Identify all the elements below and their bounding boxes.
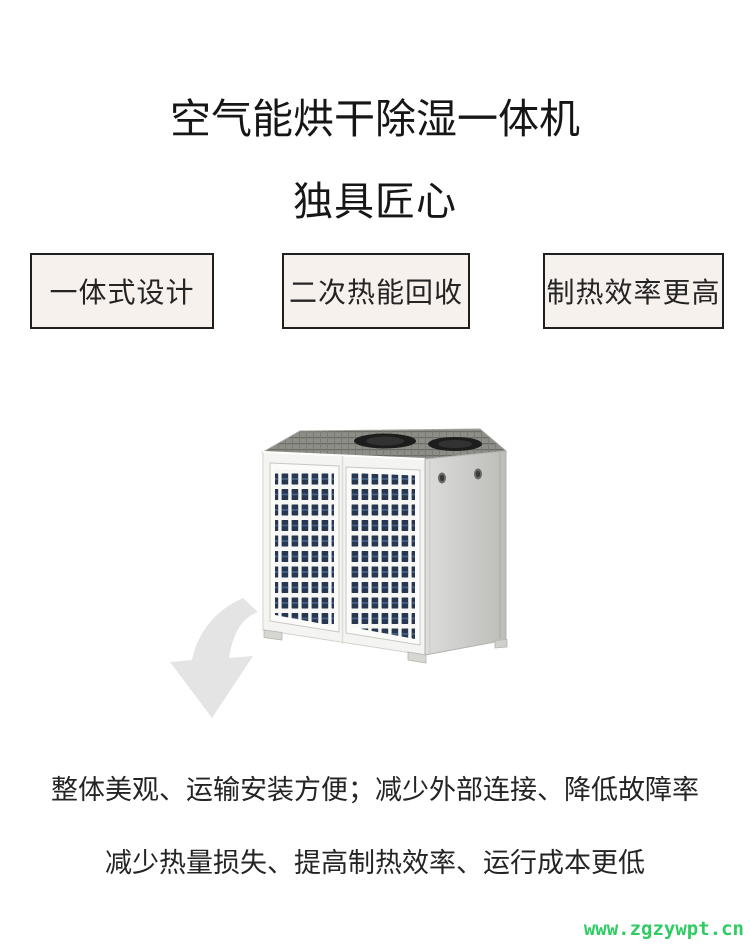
curved-down-arrow-icon — [170, 598, 258, 718]
fan-hub-icon — [438, 440, 472, 448]
feature-box-heating-efficiency: 制热效率更高 — [543, 253, 724, 329]
grille-slots — [351, 473, 415, 639]
grille-slots — [275, 469, 334, 626]
description-line-1: 整体美观、运输安装方便；减少外部连接、降低故障率 — [51, 775, 699, 806]
page-subtitle: 独具匠心 — [293, 179, 457, 226]
feature-label: 二次热能回收 — [288, 276, 463, 309]
machine-foot — [494, 639, 508, 649]
watermark-text: www.zgzywpt.cn — [583, 918, 744, 940]
feature-label: 一体式设计 — [49, 276, 195, 309]
page-title: 空气能烘干除湿一体机 — [170, 95, 580, 144]
machine-foot — [407, 651, 427, 664]
machine-side-panel — [424, 450, 507, 656]
description-line-2: 减少热量损失、提高制热效率、运行成本更低 — [105, 848, 645, 879]
machine-foot — [263, 629, 283, 641]
feature-box-integrated-design: 一体式设计 — [30, 253, 214, 329]
feature-box-heat-recovery: 二次热能回收 — [282, 253, 470, 329]
heat-pump-machine-image — [261, 428, 508, 664]
fan-hub-icon — [366, 436, 404, 446]
feature-label: 制热效率更高 — [546, 276, 721, 309]
